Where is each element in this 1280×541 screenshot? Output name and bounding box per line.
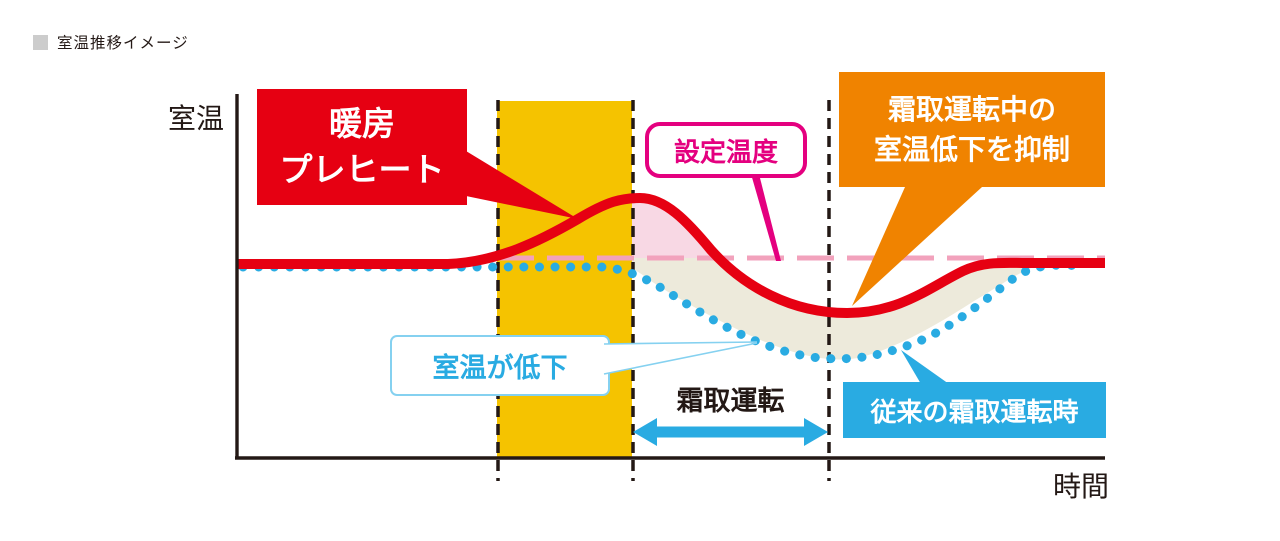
preheat-label-line2: プレヒート — [279, 151, 445, 188]
temp-drop-pointer-top-edge — [603, 341, 758, 345]
x-axis-label: 時間 — [1052, 471, 1109, 502]
defrost-period-arrow — [633, 418, 828, 446]
preheat-callout-pointer — [466, 151, 578, 219]
preheat-band — [497, 101, 632, 458]
temp-drop-callout-box: 室温が低下 — [390, 335, 610, 396]
defrost-period-label: 霜取運転 — [676, 385, 785, 416]
preheat-temperature-curve — [237, 192, 1105, 319]
figure-header: 室温推移イメージ — [33, 31, 189, 53]
set-temperature-callout-box: 設定温度 — [645, 122, 807, 178]
set-temperature-label: 設定温度 — [673, 136, 778, 167]
suppress-callout-box: 霜取運転中の 室温低下を抑制 — [839, 72, 1105, 187]
temp-drop-pointer — [604, 342, 757, 374]
preheat-label-line1: 暖房 — [329, 105, 395, 143]
suppress-callout-pointer — [852, 187, 982, 306]
temp-drop-pointer-bottom-edge — [603, 342, 758, 375]
y-axis-label: 室温 — [167, 103, 224, 134]
preheat-callout-box: 暖房 プレヒート — [257, 89, 467, 205]
conventional-label: 従来の霜取運転時 — [870, 396, 1079, 427]
set-temperature-pointer — [751, 174, 781, 261]
conventional-callout-pointer — [901, 350, 949, 384]
suppress-label-line1: 霜取運転中の — [887, 94, 1056, 126]
conventional-callout-box: 従来の霜取運転時 — [843, 382, 1106, 438]
temp-drop-label: 室温が低下 — [432, 353, 568, 383]
conventional-temperature-curve — [238, 260, 1091, 364]
figure-title: 室温推移イメージ — [57, 35, 189, 52]
suppress-label-line2: 室温低下を抑制 — [873, 133, 1070, 165]
square-bullet-icon — [33, 34, 48, 50]
suppressed-drop-fill — [632, 258, 1041, 360]
above-setpoint-fill — [632, 198, 716, 258]
